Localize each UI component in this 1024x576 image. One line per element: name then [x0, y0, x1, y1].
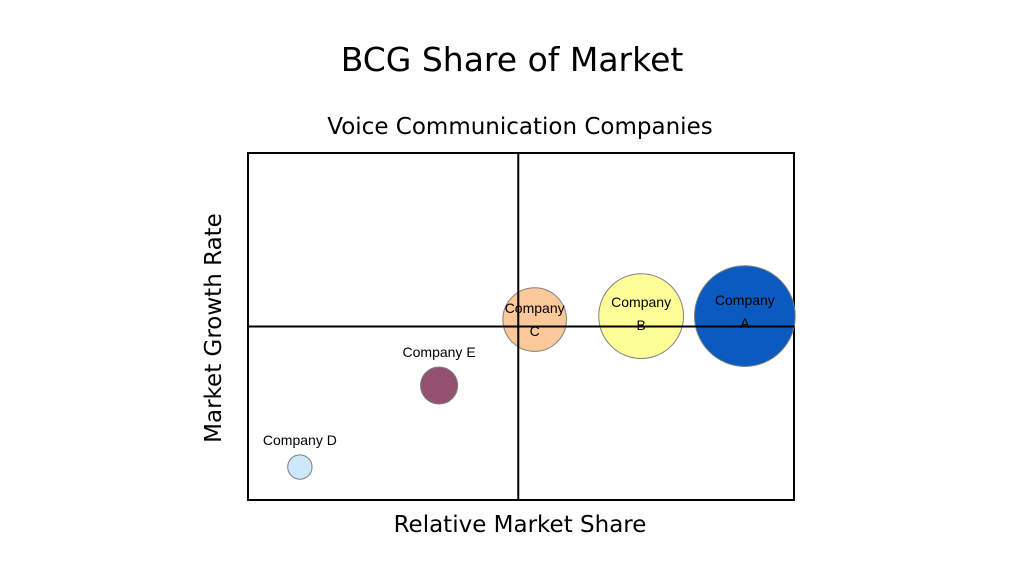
x-axis-label: Relative Market Share	[393, 512, 647, 538]
bubble-label-2-1: C	[530, 323, 540, 339]
bubble-label-0-0: Company	[715, 292, 775, 308]
bubble-label-1-0: Company	[611, 294, 671, 310]
bubble-label-2-0: Company	[505, 300, 565, 316]
bubble-2	[502, 287, 567, 352]
bubble-label-1-1: B	[636, 317, 645, 333]
bubble-0	[694, 265, 796, 367]
bubble-4	[420, 366, 459, 405]
bubble-1	[598, 273, 685, 359]
chart-title: BCG Share of Market	[340, 40, 684, 79]
bubble-label-0-1: A	[740, 315, 750, 331]
bubble-3	[287, 454, 313, 480]
bubble-label-3-0: Company D	[263, 432, 337, 448]
bubble-label-4-0: Company E	[403, 344, 476, 360]
chart-subtitle: Voice Communication Companies	[327, 114, 713, 140]
